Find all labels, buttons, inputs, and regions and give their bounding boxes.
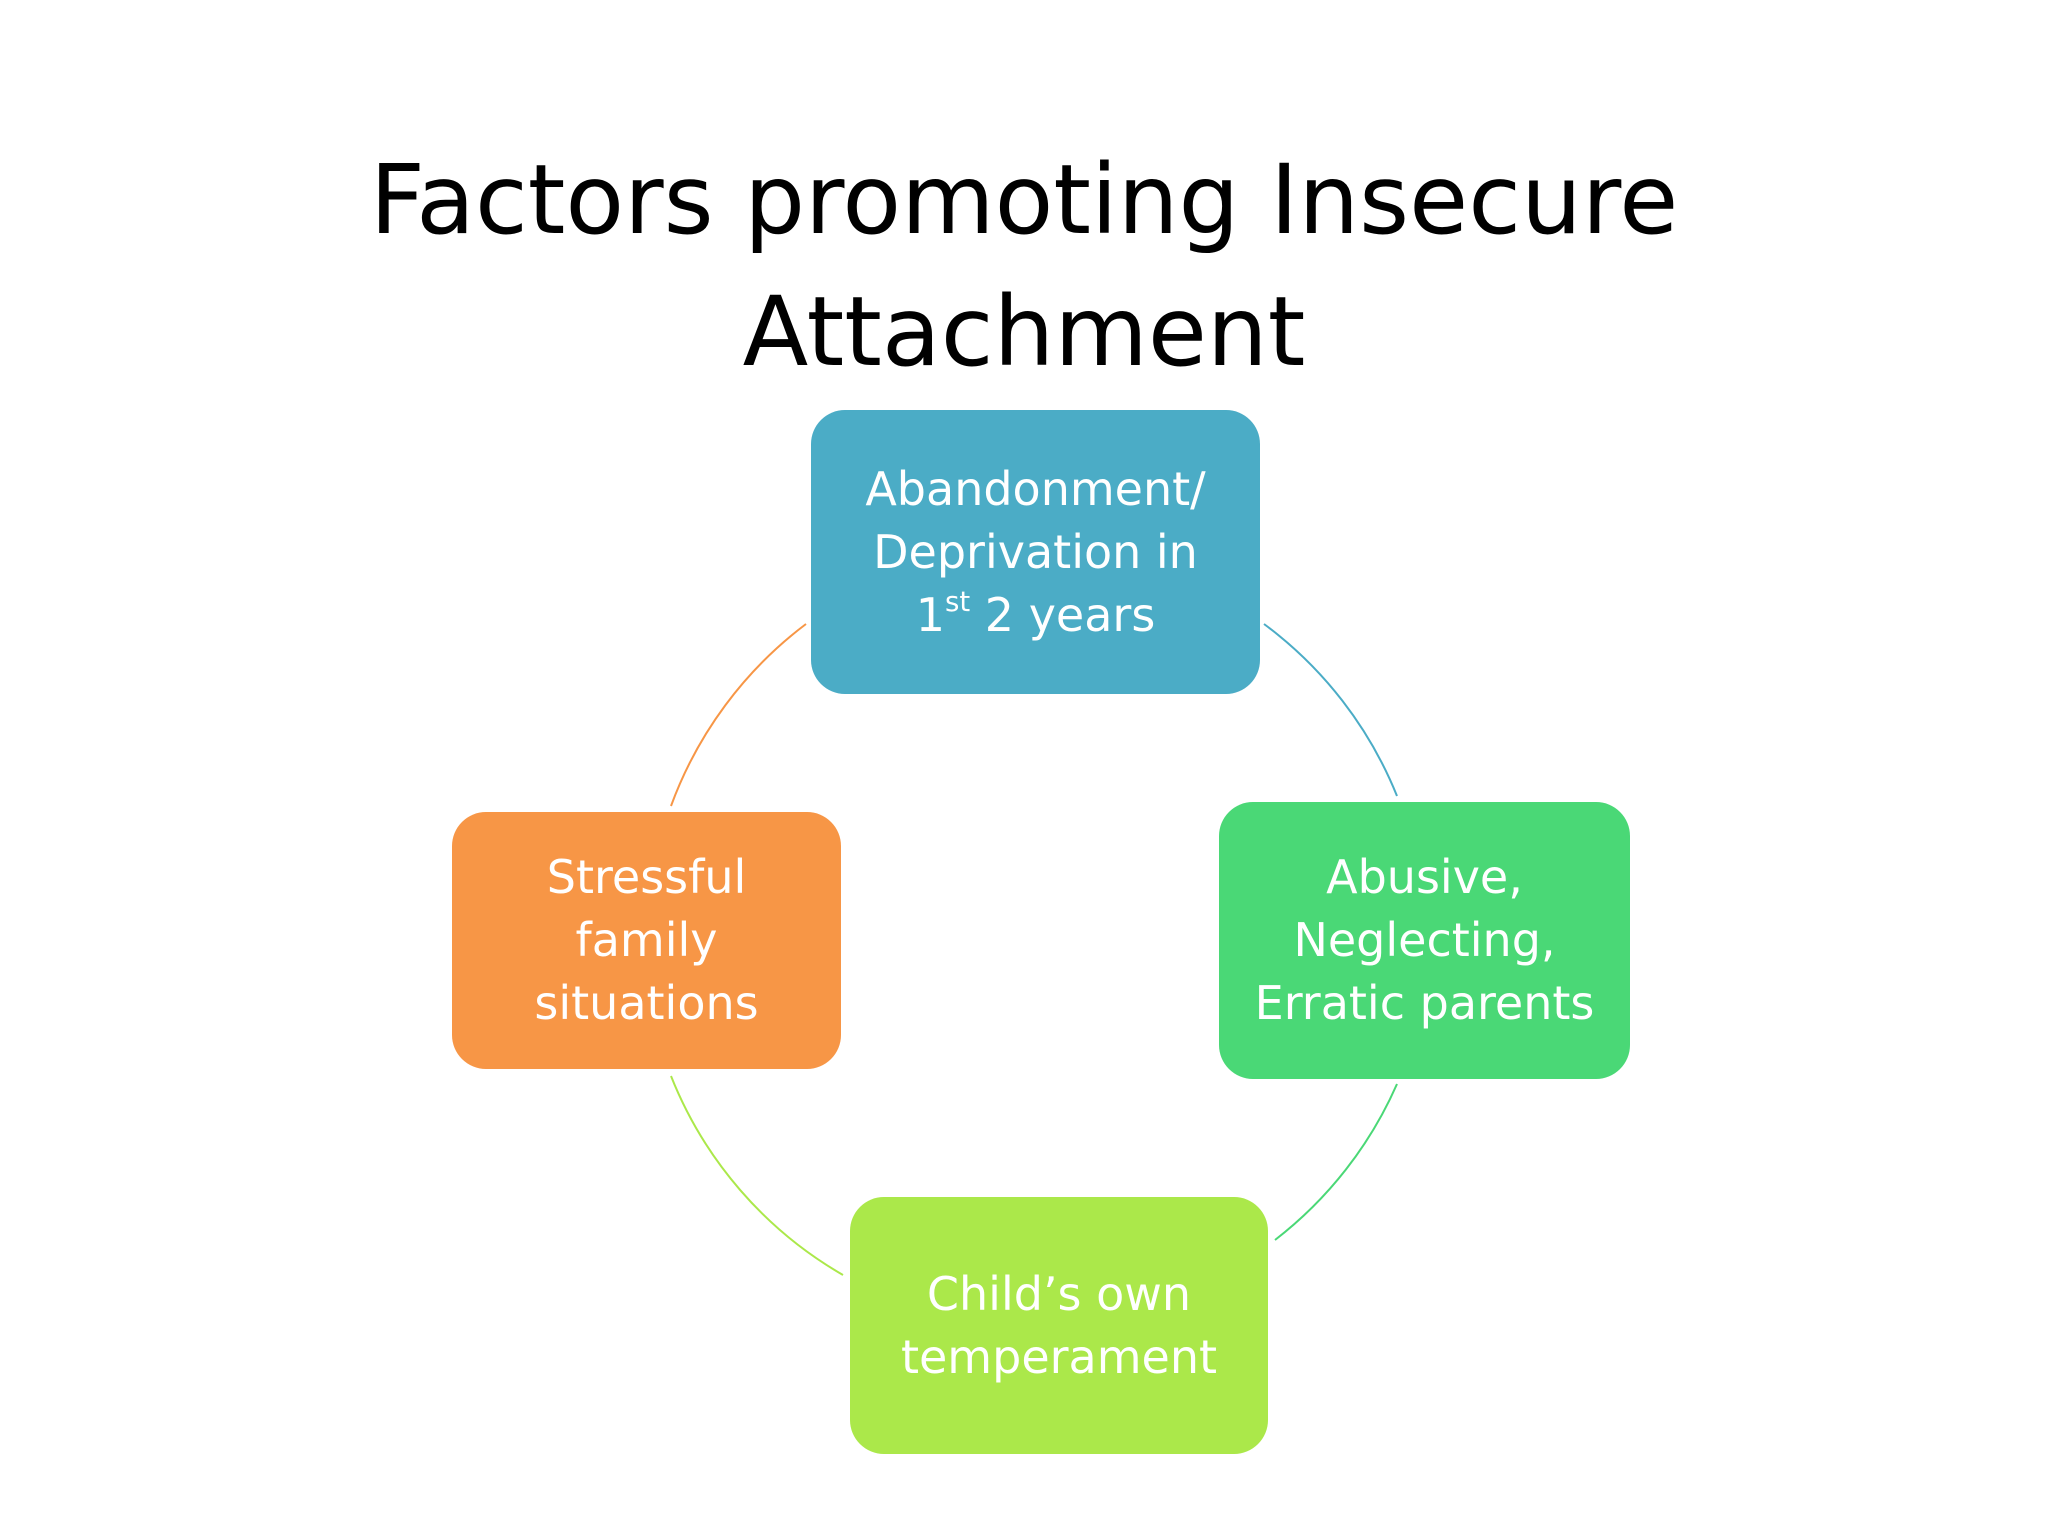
node-line: Abandonment/ xyxy=(865,461,1206,516)
connector-left-to-top xyxy=(670,623,807,807)
ordinal-suffix: st xyxy=(944,585,971,619)
node-line: Abusive, xyxy=(1326,850,1523,904)
node-stressful-family: Stressful family situations xyxy=(452,812,841,1069)
node-line: family xyxy=(575,913,718,967)
node-text: Abusive, Neglecting, Erratic parents xyxy=(1255,846,1595,1035)
ordinal-rest: 2 years xyxy=(970,587,1156,642)
node-line: Neglecting, xyxy=(1293,913,1556,967)
node-text: Child’s own temperament xyxy=(901,1263,1217,1389)
node-child-temperament: Child’s own temperament xyxy=(850,1197,1268,1454)
node-line: situations xyxy=(534,976,759,1030)
node-line: 1st 2 years xyxy=(865,584,1205,647)
connector-bottom-to-left xyxy=(670,1075,844,1276)
node-line: Stressful xyxy=(546,850,747,904)
node-line: Deprivation in xyxy=(873,524,1198,579)
ordinal-number: 1 xyxy=(915,587,945,642)
connector-right-to-bottom xyxy=(1274,1083,1398,1241)
node-abusive-parents: Abusive, Neglecting, Erratic parents xyxy=(1219,802,1630,1079)
slide-title: Factors promoting Insecure Attachment xyxy=(0,134,2048,398)
connector-top-to-right xyxy=(1263,623,1398,797)
title-line-1: Factors promoting Insecure xyxy=(369,144,1679,257)
node-line: Child’s own xyxy=(926,1266,1192,1321)
node-abandonment-deprivation: Abandonment/ Deprivation in 1st 2 years xyxy=(811,410,1260,694)
node-line: temperament xyxy=(900,1329,1218,1384)
title-line-2: Attachment xyxy=(742,276,1306,389)
node-text: Abandonment/ Deprivation in 1st 2 years xyxy=(865,458,1205,647)
node-line: Erratic parents xyxy=(1254,976,1595,1030)
node-text: Stressful family situations xyxy=(534,846,758,1035)
